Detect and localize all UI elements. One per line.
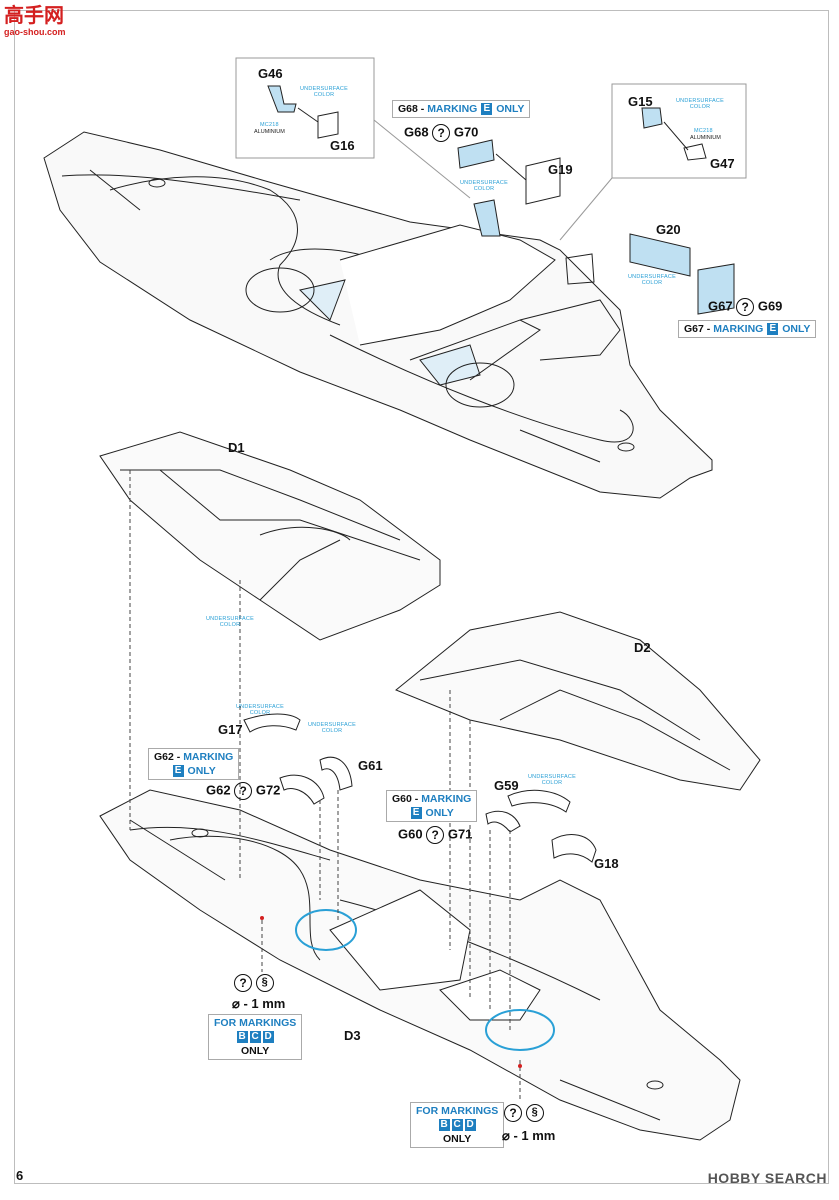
note-only: ONLY (241, 1045, 270, 1057)
option-b: G69 (757, 298, 783, 314)
callout-undersurface-g46: UNDERSURFACE COLOR (300, 86, 348, 98)
callout-undersurface-g19: UNDERSURFACE COLOR (460, 180, 508, 192)
label-g16: G16 (330, 138, 355, 153)
note-word: MARKING (183, 751, 234, 763)
option-g67-g69: G67 ? G69 (708, 298, 782, 316)
note-only: ONLY (496, 103, 525, 115)
marking-letter-b: B (438, 1119, 450, 1132)
callout-aluminium-g46: ALUMINIUM (254, 129, 285, 135)
question-icon: ? (234, 974, 252, 992)
note-g68-marking: G68 - MARKING E ONLY (392, 100, 531, 118)
footer-brand: HOBBY SEARCH (707, 1170, 827, 1186)
label-g46: G46 (258, 66, 283, 81)
note-word: MARKING (427, 103, 478, 115)
option-b: G72 (255, 782, 281, 798)
note-line1: FOR MARKINGS (416, 1105, 499, 1117)
label-g61: G61 (358, 758, 383, 773)
label-g18: G18 (594, 856, 619, 871)
note-g67-marking: G67 - MARKING E ONLY (678, 320, 817, 338)
question-icon: ? (504, 1104, 522, 1122)
option-a: G62 (206, 782, 231, 798)
option-a: G68 (404, 124, 429, 140)
option-g68-g70: G68 ? G70 (404, 124, 478, 142)
callout-mc218-g46: MC218 (260, 122, 279, 128)
label-g15: G15 (628, 94, 653, 109)
marking-letter-b: B (236, 1031, 248, 1044)
callout-undersurface-g20: UNDERSURFACE COLOR (628, 274, 676, 286)
marking-letter-d: D (262, 1031, 274, 1044)
question-icon: ? (432, 124, 451, 142)
note-g62-marking: G62 - MARKING E ONLY (148, 748, 240, 780)
inset-box-g46 (235, 57, 375, 159)
marking-letter: E (410, 807, 422, 820)
note-only: ONLY (187, 765, 216, 777)
drill-icon: § (525, 1104, 544, 1122)
callout-mc218-g15: MC218 (694, 128, 713, 134)
note-line1: FOR MARKINGS (214, 1017, 297, 1029)
watermark-url: gao-shou.com (4, 27, 66, 37)
callout-undersurface-g15: UNDERSURFACE COLOR (676, 98, 724, 110)
callout-undersurface-g17: UNDERSURFACE COLOR (236, 704, 284, 716)
drill-callout-left: ? § (234, 974, 274, 992)
callout-aluminium-g15: ALUMINIUM (690, 135, 721, 141)
page-frame (14, 10, 829, 1184)
note-only: ONLY (425, 807, 454, 819)
marking-letter: E (172, 765, 184, 778)
note-word: MARKING (713, 323, 764, 335)
marking-letter: E (481, 103, 493, 116)
drill-size-left: ⌀ - 1 mm (232, 996, 286, 1011)
option-a: G67 (708, 298, 733, 314)
drill-size-right: ⌀ - 1 mm (502, 1128, 556, 1143)
label-d1: D1 (228, 440, 245, 455)
note-part: G67 - (684, 323, 711, 335)
marking-letter: E (767, 323, 779, 336)
option-a: G60 (398, 826, 423, 842)
callout-undersurface-d1: UNDERSURFACE COLOR (206, 616, 254, 628)
option-b: G70 (453, 124, 479, 140)
drill-callout-right: ? § (504, 1104, 544, 1122)
marking-letter-d: D (464, 1119, 476, 1132)
callout-undersurface-g59: UNDERSURFACE COLOR (528, 774, 576, 786)
callout-undersurface-g61: UNDERSURFACE COLOR (308, 722, 356, 734)
label-d2: D2 (634, 640, 651, 655)
label-g19: G19 (548, 162, 573, 177)
marking-letter-c: C (249, 1031, 261, 1044)
note-only: ONLY (782, 323, 811, 335)
watermark-title: 高手网 (4, 5, 64, 27)
question-icon: ? (736, 298, 755, 316)
marking-letter-c: C (451, 1119, 463, 1132)
question-icon: ? (426, 826, 445, 844)
note-g60-marking: G60 - MARKING E ONLY (386, 790, 478, 822)
label-d3: D3 (344, 1028, 361, 1043)
wing-part-d1 (99, 431, 441, 641)
note-part: G68 - (398, 103, 425, 115)
inset-box-g15 (611, 83, 747, 179)
label-g59: G59 (494, 778, 519, 793)
option-g62-g72: G62 ? G72 (206, 782, 280, 800)
option-g60-g71: G60 ? G71 (398, 826, 472, 844)
note-part: G60 - (392, 793, 419, 805)
label-g17: G17 (218, 722, 243, 737)
wing-part-d2 (395, 611, 761, 791)
note-word: MARKING (421, 793, 472, 805)
option-b: G71 (447, 826, 473, 842)
label-g20: G20 (656, 222, 681, 237)
question-icon: ? (234, 782, 253, 800)
note-part: G62 - (154, 751, 181, 763)
note-only: ONLY (443, 1133, 472, 1145)
page-number: 6 (16, 1168, 24, 1183)
drill-icon: § (255, 974, 274, 992)
label-g47: G47 (710, 156, 735, 171)
